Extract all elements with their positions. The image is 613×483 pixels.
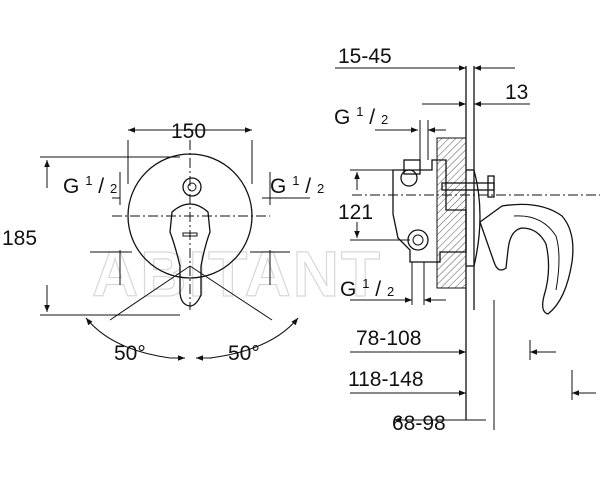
dim-c-label: 68-98: [392, 412, 446, 435]
thread-bottom-label: G 1 / 2: [340, 270, 394, 301]
thread-right-label: G 1 / 2: [270, 167, 324, 198]
dim-a-label: 78-108: [356, 327, 421, 350]
dim-right-label: 13: [505, 81, 528, 104]
side-lever: [479, 203, 574, 315]
dim-b-label: 118-148: [348, 368, 424, 391]
watermark: ABITANT: [92, 238, 382, 310]
dim-height-label: 121: [338, 201, 373, 224]
angle-right-label: 50°: [228, 342, 260, 365]
width-label: 150: [171, 120, 206, 143]
thread-left-label: G 1 / 2: [63, 167, 117, 198]
dim-top-label: 15-45: [338, 45, 392, 68]
angle-left-label: 50°: [114, 342, 146, 365]
thread-top-label: G 1 / 2: [334, 98, 388, 129]
side-view: [335, 65, 600, 430]
height-label: 185: [2, 227, 37, 250]
wall-section: [436, 137, 467, 289]
front-view: [40, 127, 310, 361]
diverter-knob: [182, 177, 202, 197]
front-handle: [169, 203, 211, 307]
